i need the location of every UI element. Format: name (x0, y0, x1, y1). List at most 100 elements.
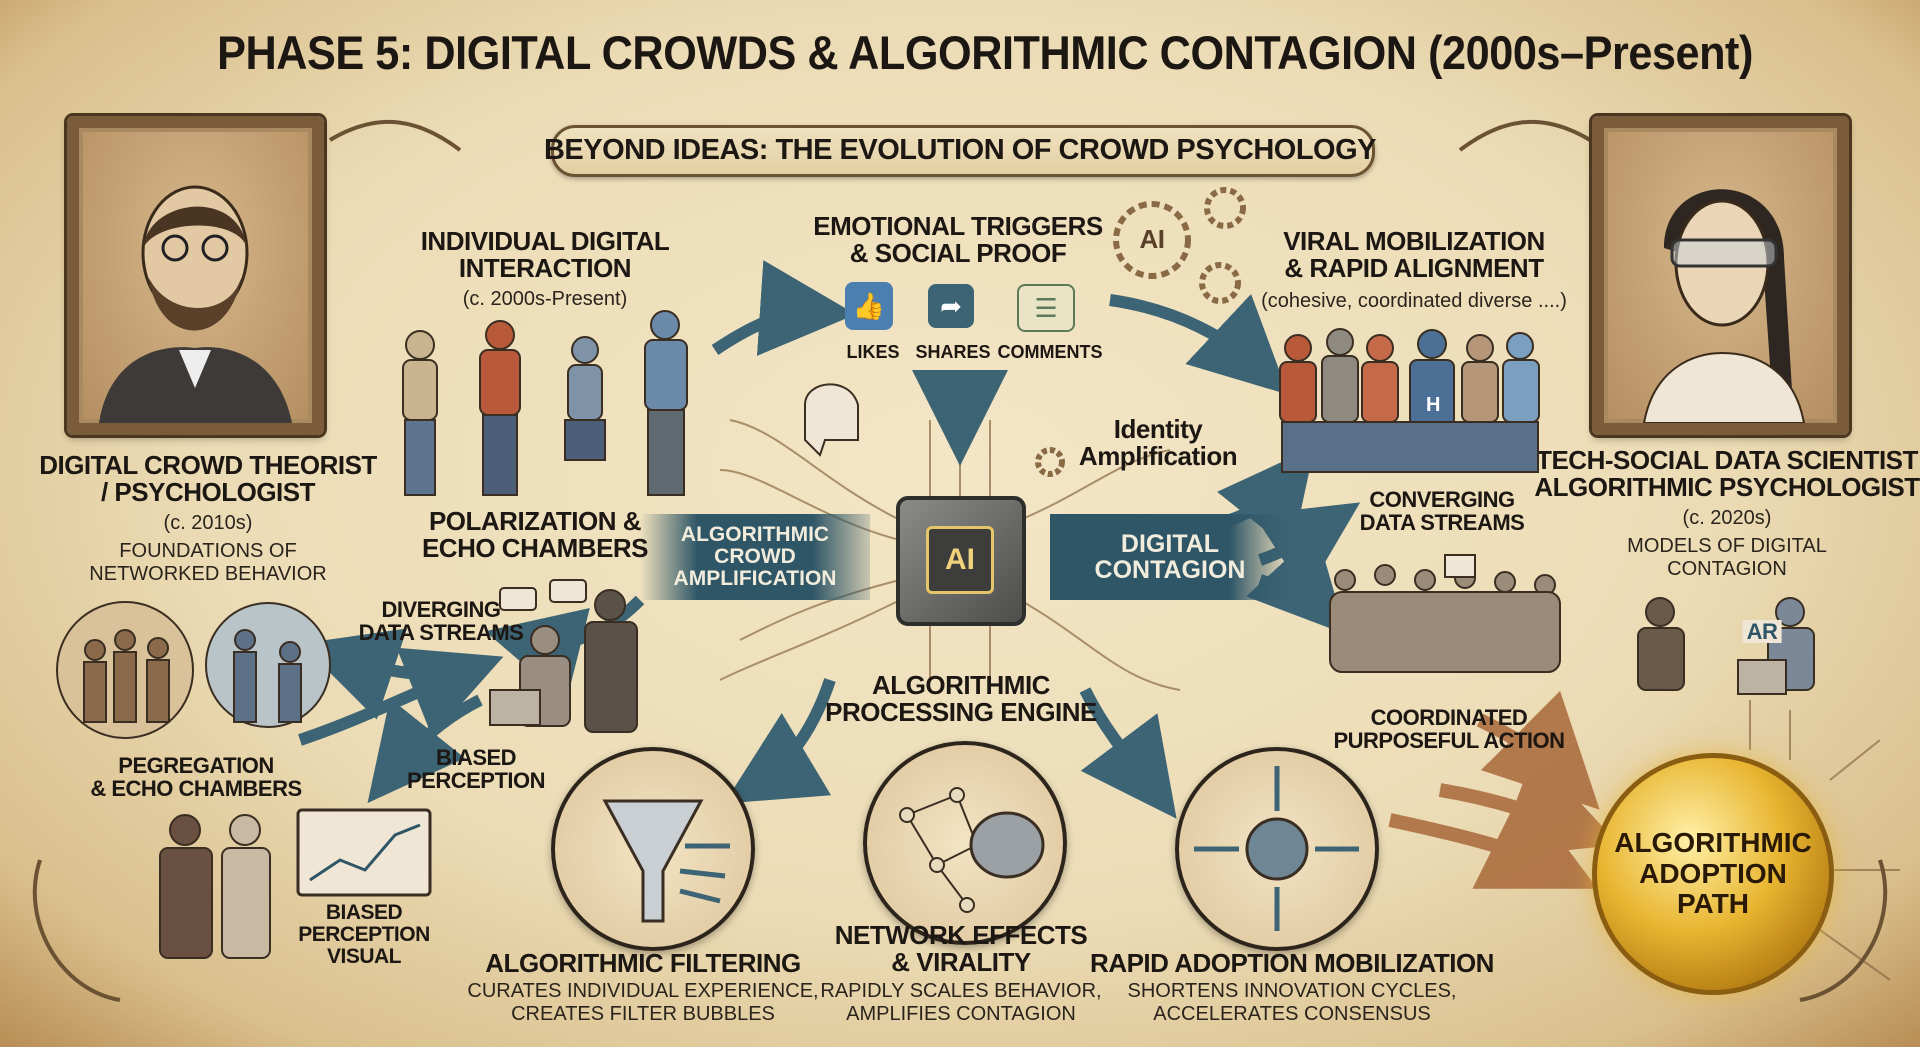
analyst-screen-label: AR (1742, 620, 1782, 643)
diverging-line2: DATA STREAMS (358, 620, 524, 646)
converging-streams: CONVERGING DATA STREAMS (1360, 488, 1525, 534)
coordinated-line2: PURPOSEFUL ACTION (1333, 728, 1565, 754)
analysts-at-laptops-icon (1637, 597, 1815, 695)
right-figure-date: (c. 2020s) (1682, 507, 1772, 529)
biased-visual-line3: VISUAL (326, 945, 402, 969)
right-figure-desc-line1: MODELS OF DIGITAL (1627, 535, 1827, 557)
amplification-line3: AMPLIFICATION (673, 567, 837, 591)
right-figure-desc: MODELS OF DIGITAL CONTAGION (1627, 535, 1827, 581)
bottom-filtering-desc: CURATES INDIVIDUAL EXPERIENCE, CREATES F… (467, 980, 818, 1026)
left-figure-date: (c. 2010s) (163, 512, 253, 534)
biased-line2: PERCEPTION (406, 768, 546, 794)
viral-mobilization-title: VIRAL MOBILIZATION & RAPID ALIGNMENT (1283, 226, 1545, 283)
contagion-line1: DIGITAL (1120, 529, 1220, 558)
emotional-line1: EMOTIONAL TRIGGERS (813, 211, 1103, 241)
left-figure-title: DIGITAL CROWD THEORIST / PSYCHOLOGIST (39, 450, 377, 508)
aligned-crowd-icon (1279, 328, 1540, 473)
bottom-network-title: NETWORK EFFECTS & VIRALITY (834, 920, 1088, 978)
bottom-filtering-title: ALGORITHMIC FILTERING (485, 948, 801, 978)
circuit-traces (719, 410, 1900, 981)
amplification-line1: ALGORITHMIC (680, 522, 830, 546)
pegregation-line1: PEGREGATION (118, 753, 274, 778)
biased-line1: BIASED (435, 745, 517, 770)
individual-interaction-title: INDIVIDUAL DIGITAL INTERACTION (420, 226, 670, 284)
individual-line2: INTERACTION (458, 253, 632, 284)
comments-label: COMMENTS (997, 342, 1103, 362)
filtering-desc-line1: CURATES INDIVIDUAL EXPERIENCE, (467, 980, 819, 1002)
biased-visual-line1: BIASED (325, 901, 403, 924)
polarization-line2: ECHO CHAMBERS (421, 533, 649, 564)
coin-line3: PATH (1676, 888, 1750, 920)
left-figure-desc: FOUNDATIONS OF NETWORKED BEHAVIOR (89, 540, 326, 586)
contagion-line2: CONTAGION (1094, 556, 1246, 584)
network-desc-line2: AMPLIFIES CONTAGION (846, 1003, 1076, 1025)
bottom-rapid-desc: SHORTENS INNOVATION CYCLES, ACCELERATES … (1128, 980, 1457, 1026)
likes-label: LIKES (846, 342, 900, 362)
portrait-frame-left (67, 116, 324, 435)
subtitle-text: BEYOND IDEAS: THE EVOLUTION OF CROWD PSY… (543, 134, 1377, 166)
filter-funnel-icon (551, 747, 755, 951)
ai-chip-icon: AI (896, 496, 1026, 626)
copper-arrows (1388, 690, 1620, 889)
coin-line2: ADOPTION (1639, 857, 1787, 889)
page-title: PHASE 5: DIGITAL CROWDS & ALGORITHMIC CO… (217, 26, 1753, 79)
pegregation-line2: & ECHO CHAMBERS (90, 776, 302, 802)
couple-with-tablets-icon (159, 814, 271, 959)
rapid-desc-line2: ACCELERATES CONSENSUS (1153, 1003, 1431, 1025)
portrait-frame-right (1592, 116, 1849, 435)
protesting-crowd-icon (1329, 554, 1561, 673)
emotional-line2: & SOCIAL PROOF (849, 238, 1067, 269)
viral-subtitle: (cohesive, coordinated diverse ....) (1261, 290, 1567, 312)
ai-chip-label: AI (926, 526, 994, 594)
network-title-line2: & VIRALITY (891, 947, 1031, 978)
engine-line2: PROCESSING ENGINE (825, 697, 1097, 728)
shares-label: SHARES (915, 342, 991, 362)
filtering-desc-line2: CREATES FILTER BUBBLES (511, 1003, 775, 1025)
converging-line2: DATA STREAMS (1359, 510, 1525, 536)
left-figure-title-line2: / PSYCHOLOGIST (100, 477, 316, 508)
right-figure-desc-line2: CONTAGION (1667, 558, 1787, 580)
echo-chamber-groups-icon (56, 601, 331, 739)
pegregation-label: PEGREGATION & ECHO CHAMBERS (90, 753, 302, 802)
left-figure-title-line1: DIGITAL CROWD THEORIST (39, 450, 377, 480)
individual-line1: INDIVIDUAL DIGITAL (420, 226, 670, 256)
bottom-rapid-title: RAPID ADOPTION MOBILIZATION (1090, 948, 1494, 978)
polarization-title: POLARIZATION & ECHO CHAMBERS (421, 506, 649, 564)
viral-line1: VIRAL MOBILIZATION (1283, 226, 1545, 256)
chart-monitor-icon (296, 808, 432, 897)
network-desc-line1: RAPIDLY SCALES BEHAVIOR, (820, 980, 1102, 1002)
thumbs-up-icon: 👍 (845, 282, 893, 330)
engine-line1: ALGORITHMIC (872, 670, 1050, 700)
subtitle-banner (551, 125, 1375, 177)
identity-line1: Identity (1113, 414, 1203, 444)
woman-with-glasses-portrait-icon (1642, 189, 1806, 423)
polarization-line1: POLARIZATION & (428, 506, 642, 536)
ai-gear-label: AI (1139, 224, 1166, 254)
diverging-streams: DIVERGING DATA STREAMS (359, 598, 524, 644)
right-figure-title-line1: TECH-SOCIAL DATA SCIENTIST (1536, 445, 1918, 475)
right-figure-title-line2: ALGORITHMIC PSYCHOLOGIST (1534, 472, 1920, 503)
shirt-logo: H (1426, 394, 1440, 416)
converging-line1: CONVERGING (1369, 487, 1515, 512)
biased-perception-label: BIASED PERCEPTION (406, 745, 546, 794)
identity-line2: Amplification (1078, 441, 1238, 472)
individual-date: (c. 2000s-Present) (462, 288, 628, 310)
left-figure-desc-line2: NETWORKED BEHAVIOR (89, 563, 327, 585)
coordinated-line1: COORDINATED (1370, 705, 1528, 730)
gears-icon (1035, 187, 1246, 477)
head-brain-icon (804, 383, 859, 457)
corner-flourishes (32, 119, 1888, 1002)
bearded-man-portrait-icon (99, 185, 292, 423)
coin-line1: ALGORITHMIC (1614, 826, 1812, 858)
processing-engine-title: ALGORITHMIC PROCESSING ENGINE (825, 670, 1097, 728)
diverging-line1: DIVERGING (381, 597, 501, 622)
emotional-triggers-title: EMOTIONAL TRIGGERS & SOCIAL PROOF (813, 211, 1103, 269)
network-title-line1: NETWORK EFFECTS (834, 920, 1088, 950)
debating-men-icon (489, 579, 638, 733)
amplification-line2: CROWD (714, 544, 796, 568)
coordinated-action-label: COORDINATED PURPOSEFUL ACTION (1333, 705, 1565, 754)
right-figure-title: TECH-SOCIAL DATA SCIENTIST ALGORITHMIC P… (1534, 445, 1920, 503)
